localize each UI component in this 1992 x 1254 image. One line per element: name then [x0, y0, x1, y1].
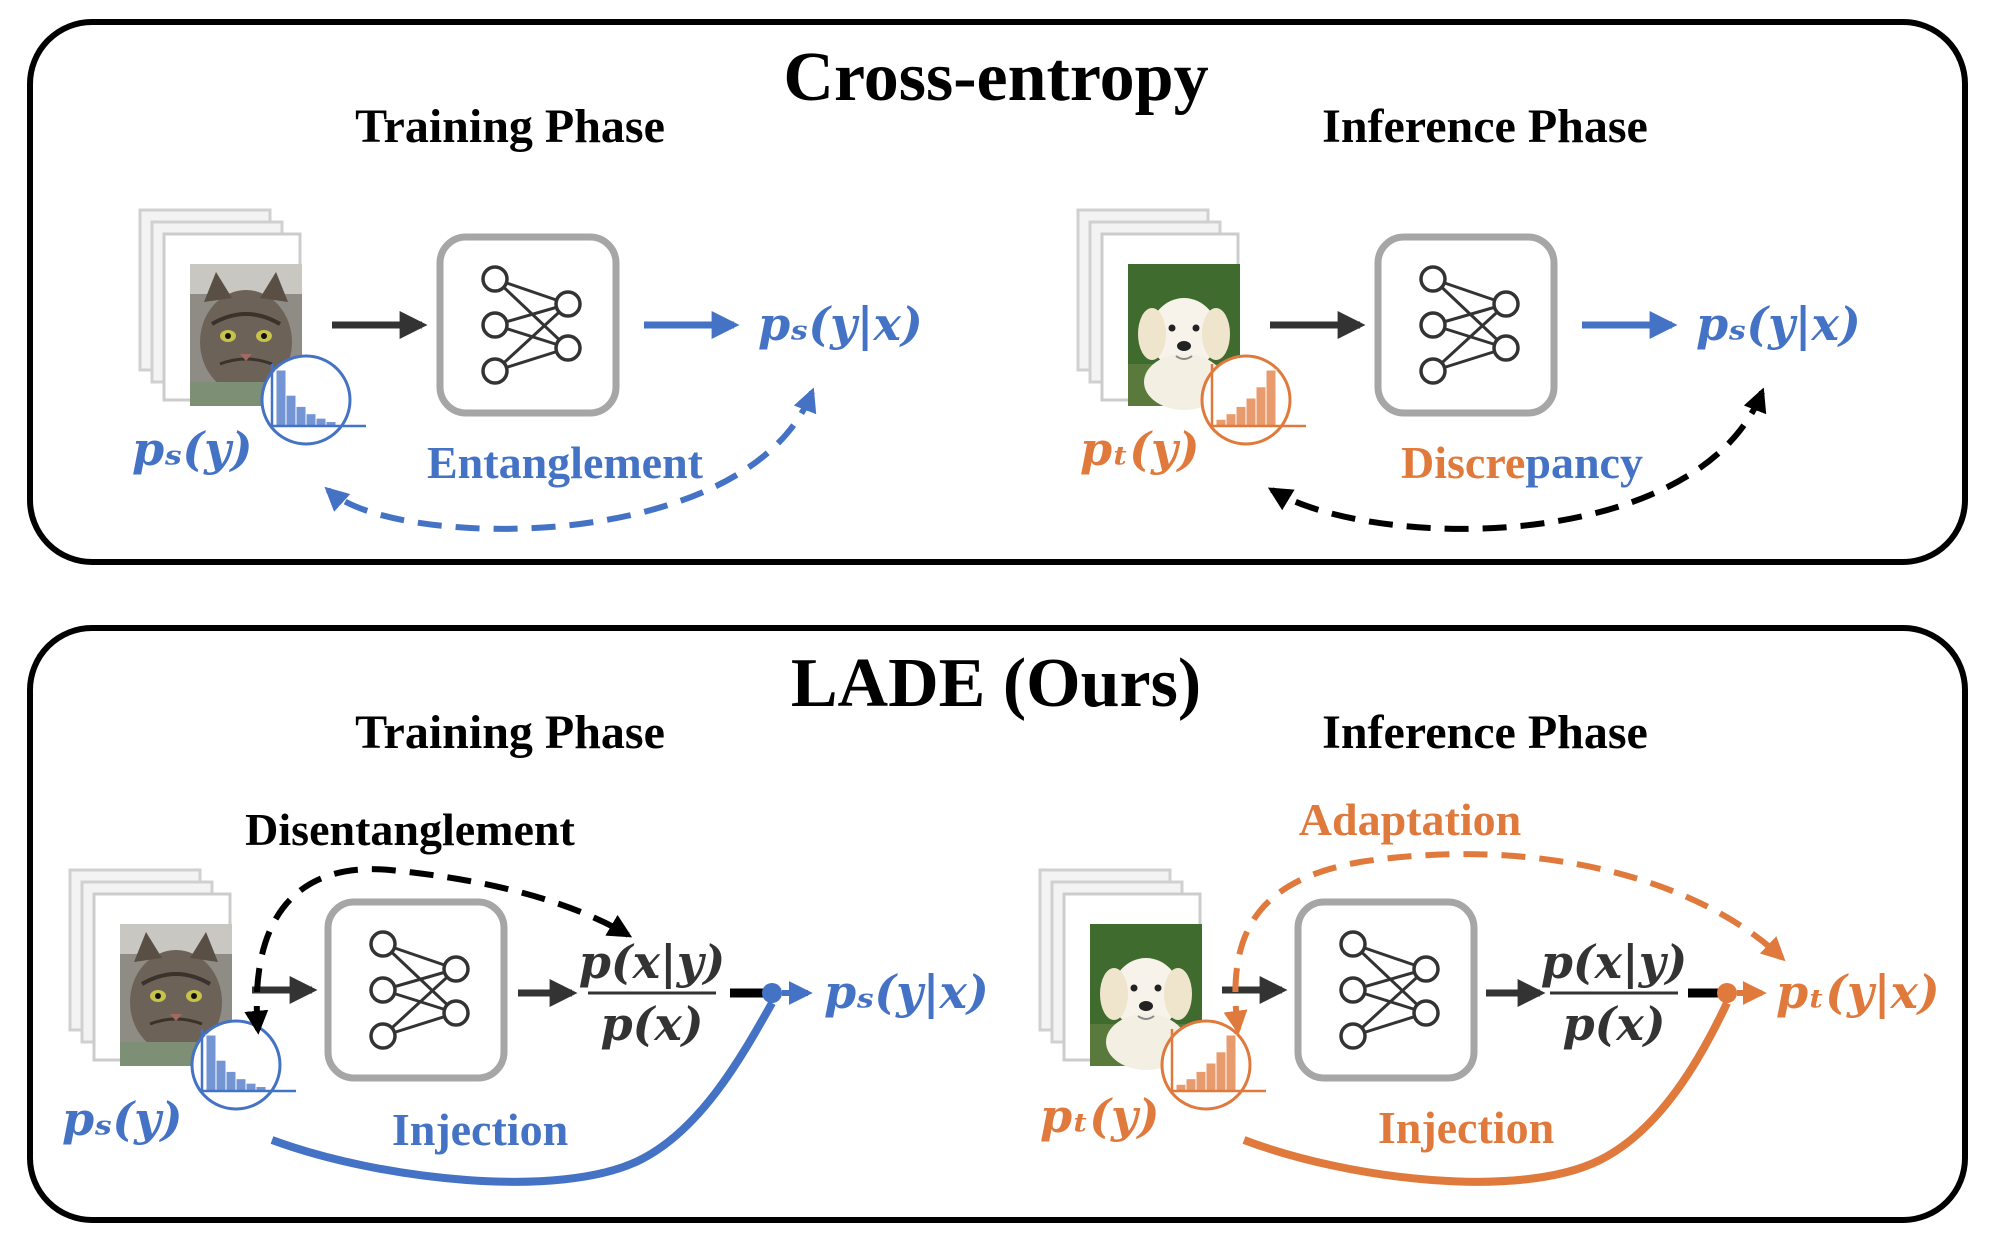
top-inference-prior: pₜ(y)	[1080, 422, 1199, 476]
bottom-inference-ratio-denominator: p(x)	[1562, 997, 1665, 1051]
histogram-axes	[200, 1029, 296, 1093]
histogram-icon	[260, 354, 352, 446]
histogram-bar	[1225, 413, 1237, 427]
histogram-bar	[205, 1034, 217, 1092]
bottom-training-ratio-numerator: p(x|y)	[579, 935, 726, 989]
bottom-training-output: pₛ(y|x)	[824, 965, 989, 1019]
top-training-output: pₛ(y|x)	[758, 297, 923, 351]
bottom-inference-output: pₜ(y|x)	[1776, 965, 1940, 1019]
top-training-prior: pₛ(y)	[132, 422, 253, 476]
top-panel	[27, 19, 1968, 565]
injection-node	[1717, 983, 1737, 1003]
histogram-bar	[225, 1070, 237, 1092]
histogram-bar	[275, 369, 287, 427]
source-injection-arrow	[270, 1001, 776, 1186]
top-training-relation: Entanglement	[427, 437, 704, 488]
bottom-training-phase: Training Phase	[355, 706, 665, 759]
bottom-training-bottom-label: Injection	[392, 1104, 568, 1155]
histogram-bar	[305, 413, 317, 427]
bottom-inference-ratio-numerator: p(x|y)	[1541, 935, 1688, 989]
bottom-training-top-label: Disentanglement	[245, 804, 575, 855]
bottom-inference-phase: Inference Phase	[1322, 706, 1648, 759]
neural-network-icon	[1378, 237, 1554, 413]
histogram-bar	[1205, 1062, 1217, 1092]
bottom-inference-histogram	[1160, 1019, 1266, 1111]
bottom-training-ratio-denominator: p(x)	[600, 997, 703, 1051]
top-training-histogram	[260, 354, 366, 446]
histogram-bar	[215, 1059, 227, 1092]
injection-node	[762, 983, 782, 1003]
top-inference-output: pₛ(y|x)	[1696, 297, 1861, 351]
top-inference-relation: Discrepancy	[1401, 437, 1643, 488]
histogram-icon	[190, 1019, 282, 1111]
histogram-bar	[1195, 1070, 1207, 1092]
histogram-bar	[1225, 1034, 1237, 1092]
disentanglement-arrow	[244, 866, 633, 1035]
discrepancy-arrow	[1267, 387, 1767, 532]
histogram-bar	[1255, 386, 1267, 427]
histogram-bar	[1235, 405, 1247, 427]
bottom-panel	[27, 625, 1968, 1223]
bottom-inference-top-label: Adaptation	[1299, 794, 1521, 845]
top-inference-phase: Inference Phase	[1322, 100, 1648, 153]
top-panel-title: Cross-entropy	[783, 39, 1208, 116]
histogram-bar	[1215, 1051, 1227, 1092]
neural-network-icon	[1298, 902, 1474, 1078]
histogram-bar	[295, 405, 307, 427]
bottom-training-prior: pₛ(y)	[62, 1092, 183, 1146]
histogram-bar	[235, 1078, 247, 1092]
histogram-bar	[1265, 369, 1277, 427]
histogram-axes	[1170, 1029, 1266, 1093]
histogram-bar	[1185, 1078, 1197, 1092]
entanglement-arrow	[324, 387, 817, 532]
neural-network-icon	[328, 902, 504, 1078]
histogram-bar	[1245, 397, 1257, 427]
bottom-panel-title: LADE (Ours)	[791, 645, 1201, 722]
top-training-phase: Training Phase	[355, 100, 665, 153]
target-injection-arrow	[1242, 1001, 1731, 1186]
bottom-inference-prior: pₜ(y)	[1040, 1089, 1159, 1143]
bottom-inference-bottom-label: Injection	[1378, 1102, 1554, 1153]
adaptation-arrow	[1223, 851, 1786, 1035]
top-inference-histogram	[1200, 354, 1306, 446]
neural-network-icon	[440, 237, 616, 413]
histogram-bar	[285, 394, 297, 427]
bottom-training-histogram	[190, 1019, 296, 1111]
